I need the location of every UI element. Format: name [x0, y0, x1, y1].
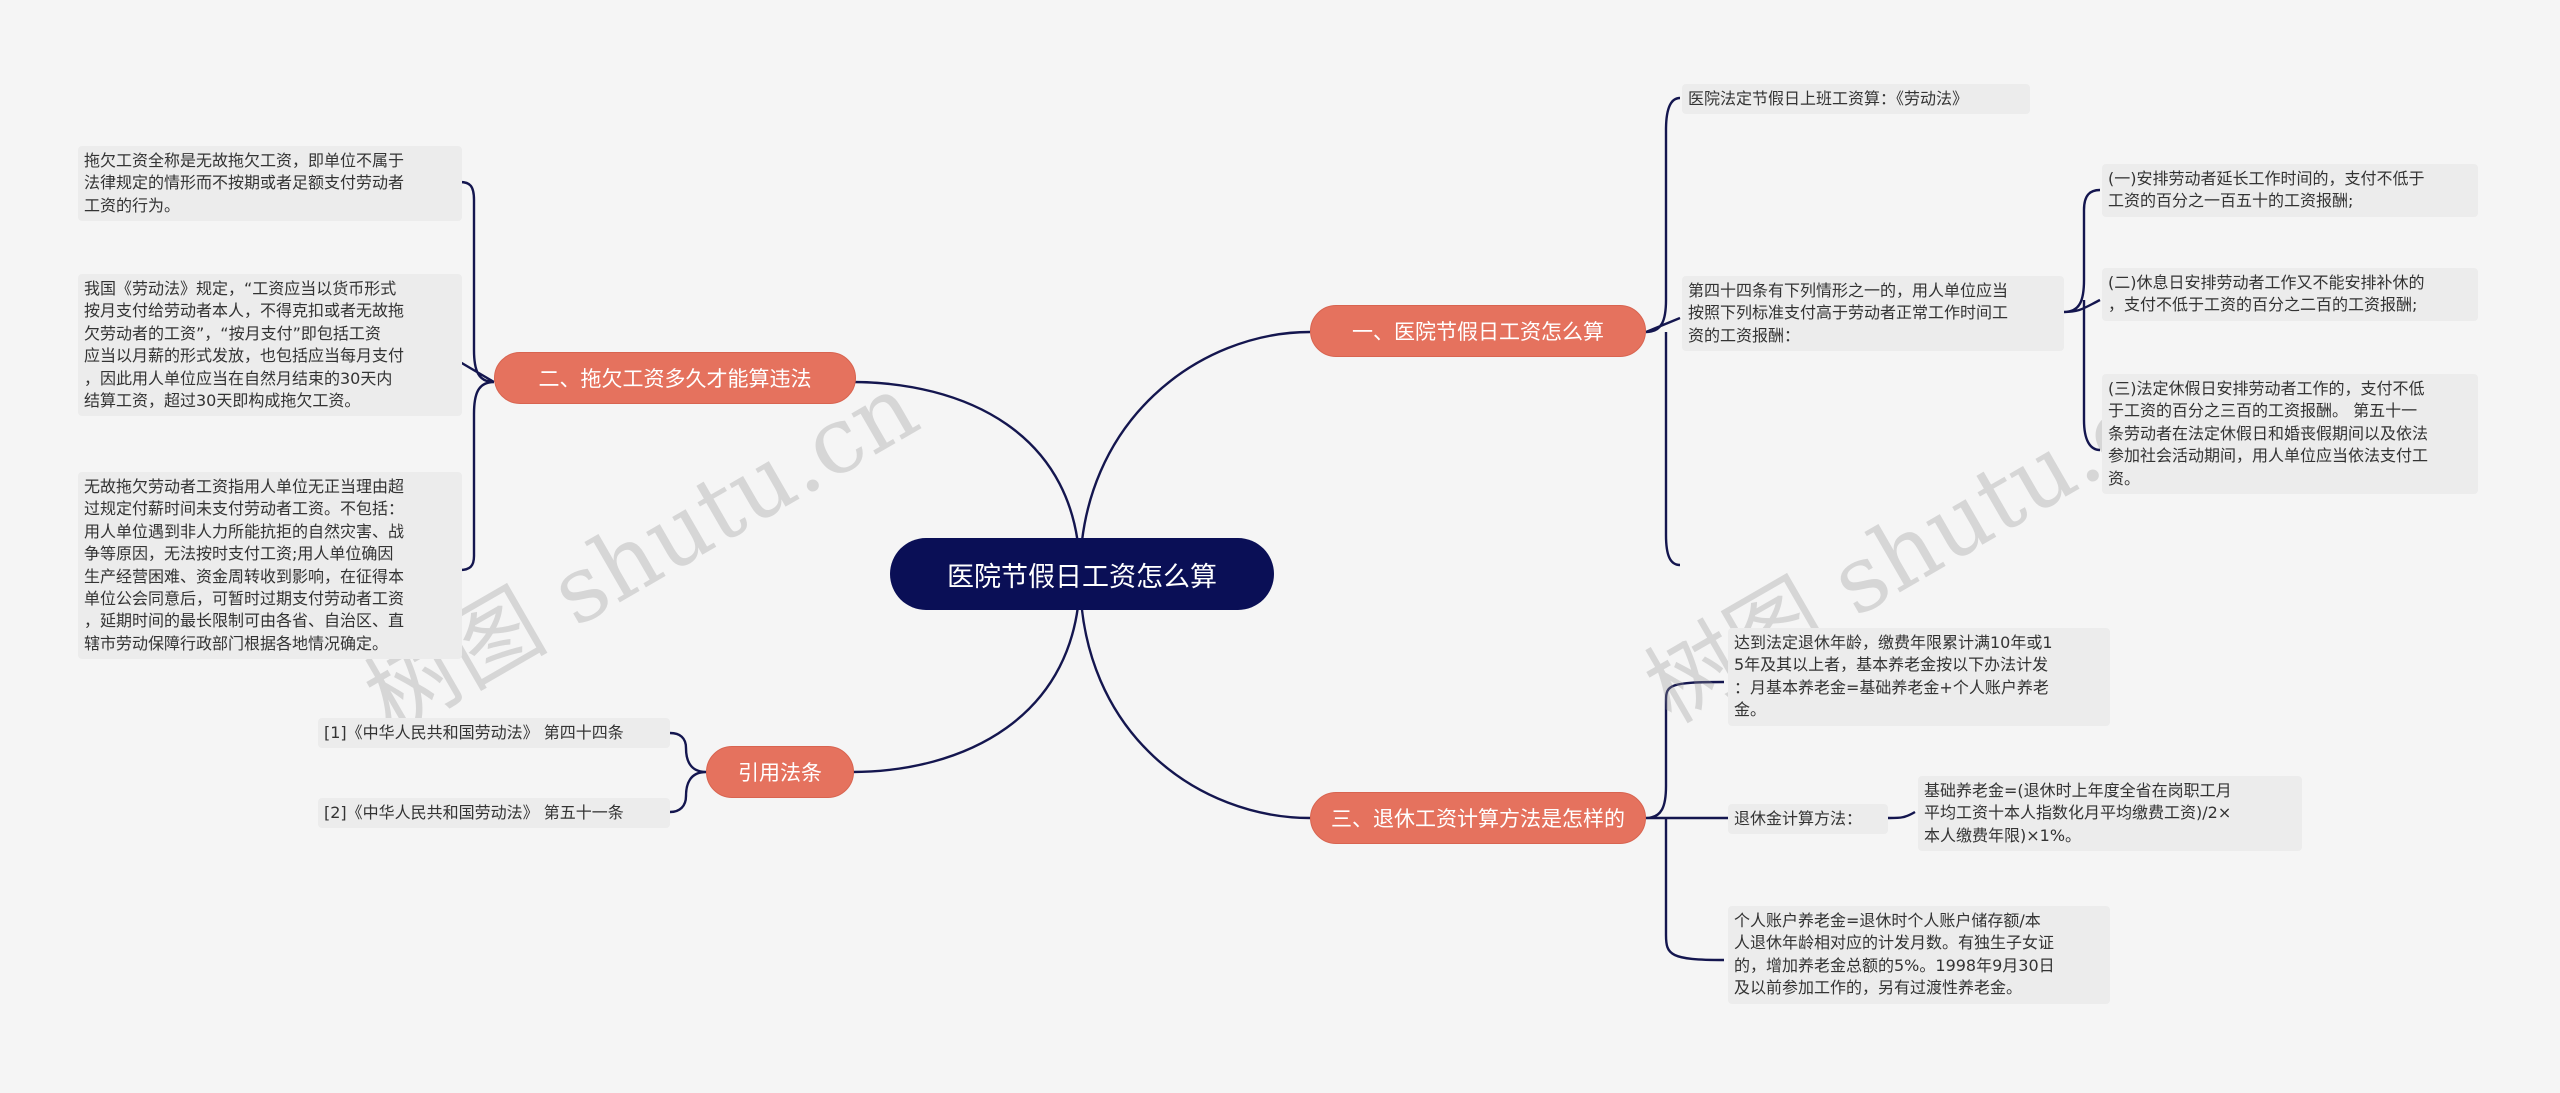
- leaf-article-44-item-1[interactable]: (一)安排劳动者延长工作时间的，支付不低于 工资的百分之一百五十的工资报酬;: [2102, 164, 2478, 217]
- leaf-pension-personal[interactable]: 个人账户养老金=退休时个人账户储存额/本 人退休年龄相对应的计发月数。有独生子女…: [1728, 906, 2110, 1004]
- branch-pension-calc[interactable]: 三、退休工资计算方法是怎样的: [1310, 792, 1646, 844]
- root-node[interactable]: 医院节假日工资怎么算: [890, 538, 1274, 610]
- edge-b3l2-child: [1889, 810, 1916, 820]
- leaf-article-44-item-3[interactable]: (三)法定休假日安排劳动者工作的，支付不低 于工资的百分之三百的工资报酬。 第五…: [2102, 374, 2478, 495]
- leaf-ref-article-51[interactable]: [2]《中华人民共和国劳动法》 第五十一条: [318, 798, 670, 829]
- leaf-pension-method[interactable]: 退休金计算方法：: [1728, 804, 1888, 835]
- leaf-unpaid-definition[interactable]: 拖欠工资全称是无故拖欠工资，即单位不属于 法律规定的情形而不按期或者足额支付劳动…: [78, 146, 462, 222]
- leaf-article-44[interactable]: 第四十四条有下列情形之一的，用人单位应当 按照下列标准支付高于劳动者正常工作时间…: [1682, 276, 2064, 352]
- edge-root-b3: [1078, 574, 1311, 820]
- branch-holiday-pay[interactable]: 一、医院节假日工资怎么算: [1310, 305, 1646, 357]
- leaf-unpaid-exceptions[interactable]: 无故拖欠劳动者工资指用人单位无正当理由超 过规定付薪时间未支付劳动者工资。不包括…: [78, 472, 462, 660]
- leaf-article-44-item-2[interactable]: (二)休息日安排劳动者工作又不能安排补休的 ，支付不低于工资的百分之二百的工资报…: [2102, 268, 2478, 321]
- leaf-pension-basic[interactable]: 基础养老金=(退休时上年度全省在岗职工月 平均工资十本人指数化月平均缴费工资)/…: [1918, 776, 2302, 852]
- leaf-ref-article-44[interactable]: [1]《中华人民共和国劳动法》 第四十四条: [318, 718, 670, 749]
- edge-b4-bracket: [669, 731, 707, 814]
- edge-b1-bracket: [1645, 96, 1681, 567]
- edge-b1l2-bracket: [2063, 188, 2101, 452]
- leaf-pension-eligibility[interactable]: 达到法定退休年龄，缴费年限累计满10年或1 5年及其以上者，基本养老金按以下办法…: [1728, 628, 2110, 726]
- branch-unpaid-wages[interactable]: 二、拖欠工资多久才能算违法: [494, 352, 856, 404]
- leaf-unpaid-labor-law[interactable]: 我国《劳动法》规定，“工资应当以货币形式 按月支付给劳动者本人，不得克扣或者无故…: [78, 274, 462, 417]
- edge-b2-bracket: [459, 180, 495, 572]
- branch-legal-refs[interactable]: 引用法条: [706, 746, 854, 798]
- leaf-holiday-law[interactable]: 医院法定节假日上班工资算：《劳动法》: [1682, 84, 2030, 115]
